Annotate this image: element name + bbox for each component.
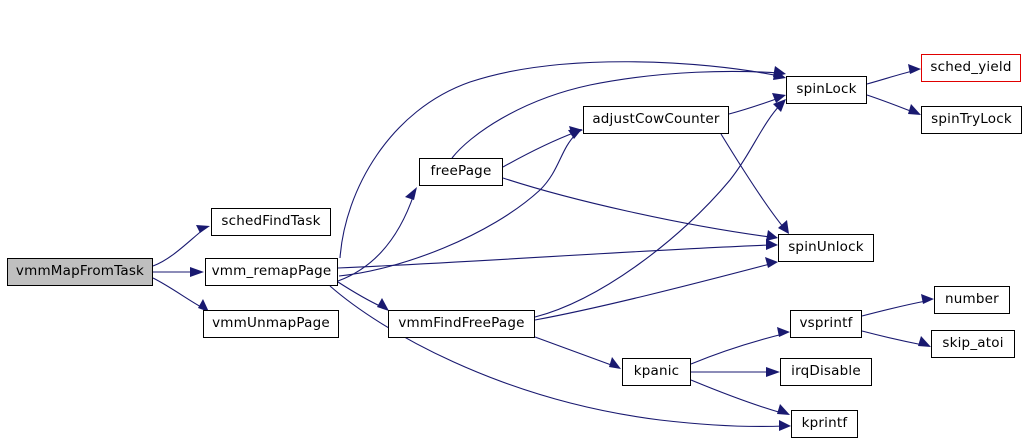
- arrowhead-vmmMapFromTask-to-vmm_remapPage: [190, 267, 204, 277]
- arrowhead-freePage-to-spinLock: [773, 66, 786, 77]
- edge-adjustCowCounter-to-spinLock: [728, 97, 780, 115]
- node-spinUnlock[interactable]: spinUnlock: [778, 234, 874, 262]
- arrowhead-vsprintf-to-number: [921, 294, 934, 304]
- arrowhead-spinLock-to-sched_yield: [908, 64, 921, 74]
- arrowhead-kpanic-to-kprintf: [777, 404, 790, 415]
- arrowhead-vmmMapFromTask-to-schedFindTask: [196, 225, 210, 233]
- node-number[interactable]: number: [934, 286, 1010, 314]
- node-skip_atoi[interactable]: skip_atoi: [931, 330, 1015, 358]
- edge-freePage-to-spinUnlock: [502, 177, 771, 238]
- arrowhead-kpanic-to-vsprintf: [777, 327, 790, 337]
- node-spinTryLock[interactable]: spinTryLock: [921, 106, 1022, 134]
- edge-vmmMapFromTask-to-schedFindTask: [152, 228, 205, 267]
- edge-vmm_remapPage-to-vmmFindFreePage: [337, 281, 383, 308]
- arrowhead-vmm_remapPage-to-kprintf: [779, 420, 791, 431]
- edge-vmmFindFreePage-to-kpanic: [534, 336, 615, 367]
- node-vmmFindFreePage[interactable]: vmmFindFreePage: [388, 310, 535, 338]
- edge-kpanic-to-kprintf: [690, 379, 783, 414]
- node-kprintf[interactable]: kprintf: [791, 410, 858, 438]
- arrowhead-vmm_remapPage-to-spinUnlock: [766, 239, 778, 250]
- edge-vmm_remapPage-to-freePage: [337, 193, 415, 282]
- node-spinLock[interactable]: spinLock: [786, 76, 867, 104]
- arrowhead-vmm_remapPage-to-freePage: [405, 187, 417, 200]
- node-vsprintf[interactable]: vsprintf: [790, 310, 862, 338]
- edge-vmmFindFreePage-to-spinUnlock: [534, 263, 771, 321]
- node-schedFindTask[interactable]: schedFindTask: [211, 208, 331, 236]
- node-vmmMapFromTask[interactable]: vmmMapFromTask: [7, 258, 153, 286]
- edge-vmm_remapPage-to-spinLock: [339, 61, 780, 259]
- edge-vmm_remapPage-to-kprintf: [329, 285, 785, 428]
- arrowhead-adjustCowCounter-to-spinUnlock: [778, 220, 789, 234]
- arrowhead-spinLock-to-spinTryLock: [908, 104, 921, 115]
- edge-vsprintf-to-skip_atoi: [861, 330, 924, 346]
- arrowhead-freePage-to-spinUnlock: [766, 230, 778, 241]
- edge-vmm_remapPage-to-adjustCowCounter: [338, 133, 577, 277]
- edge-vmmFindFreePage-to-spinLock: [534, 103, 782, 318]
- arrowhead-freePage-to-adjustCowCounter: [569, 126, 583, 136]
- edge-vmmMapFromTask-to-vmmUnmapPage: [152, 277, 204, 309]
- edge-kpanic-to-vsprintf: [690, 333, 784, 365]
- node-sched_yield[interactable]: sched_yield: [921, 54, 1021, 82]
- arrowhead-vmmFindFreePage-to-spinLock: [773, 99, 786, 112]
- edge-spinLock-to-sched_yield: [866, 70, 914, 85]
- node-irqDisable[interactable]: irqDisable: [780, 358, 872, 386]
- node-vmm_remapPage[interactable]: vmm_remapPage: [205, 258, 338, 286]
- arrowhead-vmm_remapPage-to-vmmFindFreePage: [377, 298, 389, 311]
- node-vmmUnmapPage[interactable]: vmmUnmapPage: [203, 310, 339, 338]
- edge-vsprintf-to-number: [861, 300, 927, 317]
- arrowhead-adjustCowCounter-to-spinLock: [772, 93, 786, 103]
- node-kpanic[interactable]: kpanic: [622, 358, 691, 386]
- arrowhead-vmmFindFreePage-to-kpanic: [609, 357, 621, 369]
- arrowhead-vmmMapFromTask-to-vmmUnmapPage: [198, 299, 209, 312]
- arrowhead-vmmFindFreePage-to-spinUnlock: [765, 257, 778, 268]
- edge-freePage-to-spinLock: [451, 70, 780, 159]
- edge-spinLock-to-spinTryLock: [866, 94, 914, 113]
- arrowhead-kpanic-to-irqDisable: [766, 367, 780, 377]
- edge-vmm_remapPage-to-spinUnlock: [337, 244, 772, 269]
- edge-adjustCowCounter-to-spinUnlock: [720, 133, 785, 229]
- node-freePage[interactable]: freePage: [419, 158, 503, 186]
- arrowhead-vsprintf-to-skip_atoi: [918, 336, 931, 347]
- node-adjustCowCounter[interactable]: adjustCowCounter: [583, 106, 729, 134]
- edge-freePage-to-adjustCowCounter: [502, 131, 577, 168]
